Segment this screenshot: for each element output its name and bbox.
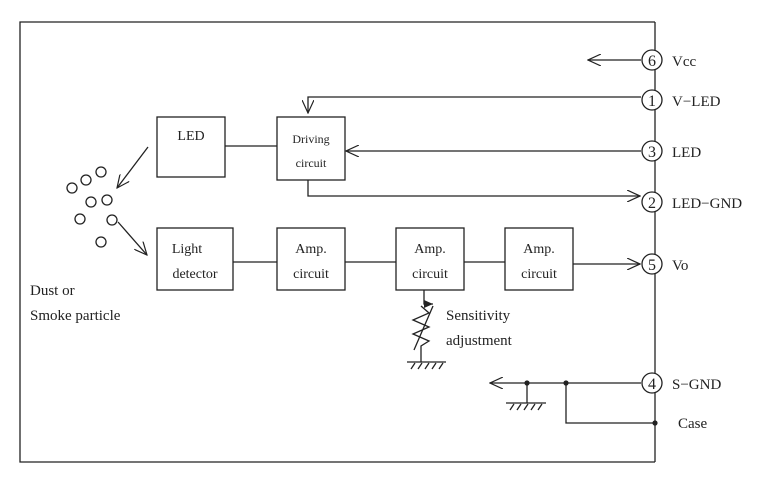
light-detector-block: Light detector — [156, 227, 234, 291]
particles-icon — [66, 166, 118, 248]
svg-text:Amp.: Amp. — [295, 242, 327, 257]
svg-text:circuit: circuit — [293, 267, 329, 282]
led-gnd-wire — [307, 180, 640, 196]
case-junction-dot — [652, 420, 658, 426]
pin-2: 2 LED−GND — [641, 191, 742, 213]
svg-text:Vcc: Vcc — [672, 54, 696, 70]
svg-text:detector: detector — [172, 267, 217, 282]
svg-text:Driving: Driving — [292, 132, 329, 146]
svg-text:Amp.: Amp. — [523, 242, 555, 257]
svg-text:S−GND: S−GND — [672, 377, 721, 393]
pin-6: 6 Vcc — [641, 49, 696, 71]
svg-text:1: 1 — [648, 93, 656, 110]
case-wire — [565, 383, 655, 424]
v-led-wire — [308, 96, 641, 113]
svg-text:circuit: circuit — [521, 267, 557, 282]
svg-text:5: 5 — [648, 257, 656, 274]
svg-text:2: 2 — [648, 195, 656, 212]
particle-label-line1: Dust or — [30, 283, 75, 299]
amp-circuit-3: Amp. circuit — [504, 227, 574, 291]
pin-1: 1 V−LED — [641, 89, 721, 111]
svg-text:Vo: Vo — [672, 258, 688, 274]
light-emission-arrow — [117, 146, 149, 188]
driving-circuit-block: Driving circuit — [276, 116, 346, 181]
svg-text:V−LED: V−LED — [672, 94, 721, 110]
sensitivity-potentiometer — [411, 290, 434, 362]
led-block: LED — [156, 116, 226, 178]
scattered-light-arrow — [117, 221, 147, 255]
svg-text:LED−GND: LED−GND — [672, 196, 742, 212]
svg-text:circuit: circuit — [412, 267, 448, 282]
adjustment-label: adjustment — [446, 333, 513, 349]
pin-3: 3 LED — [641, 140, 701, 162]
svg-text:6: 6 — [648, 53, 656, 70]
svg-text:Amp.: Amp. — [414, 242, 446, 257]
case-label: Case — [678, 416, 708, 432]
svg-text:Light: Light — [172, 242, 202, 257]
particle-label-line2: Smoke particle — [30, 308, 121, 324]
pin-4: 4 S−GND — [641, 372, 721, 394]
amp-circuit-2: Amp. circuit — [395, 227, 465, 291]
pin-5: 5 Vo — [641, 253, 688, 275]
ground-symbol-pot — [407, 361, 446, 370]
svg-text:4: 4 — [648, 376, 656, 393]
amp-circuit-1: Amp. circuit — [276, 227, 346, 291]
sensitivity-label: Sensitivity — [446, 308, 511, 324]
svg-text:LED: LED — [672, 145, 701, 161]
svg-text:circuit: circuit — [296, 156, 327, 170]
ground-symbol-sgnd — [506, 402, 546, 411]
svg-text:LED: LED — [177, 129, 204, 144]
svg-text:3: 3 — [648, 144, 656, 161]
module-outline — [19, 21, 655, 463]
